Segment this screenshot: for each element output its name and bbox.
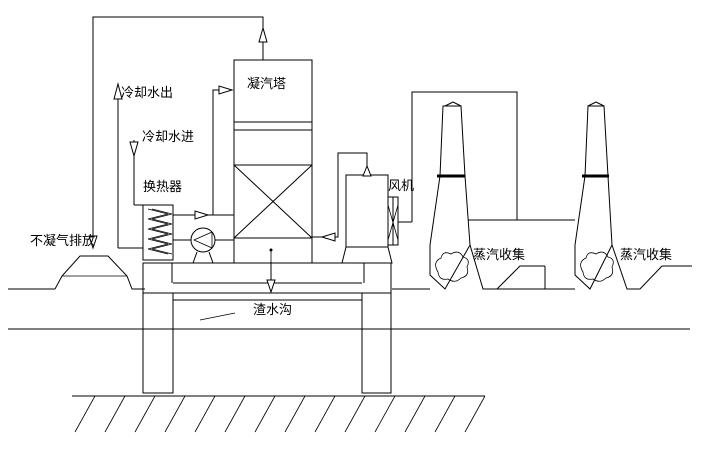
condenser-tower — [233, 59, 313, 264]
fan-unit — [312, 152, 412, 264]
steam-collection-label-2: 蒸汽收集 — [620, 247, 672, 263]
labels: 凝汽塔 冷却水出 冷却水进 换热器 风机 不凝气排放 渣水沟 蒸汽收集 蒸汽收集 — [30, 76, 672, 318]
exchanger-to-tower-pipe — [173, 85, 234, 220]
vent-pipe — [88, 16, 268, 250]
condenser-tower-label: 凝汽塔 — [247, 76, 286, 92]
pump — [173, 227, 234, 264]
collection-duct — [411, 91, 518, 222]
heat-exchanger — [142, 204, 174, 261]
cooling-water-in-label: 冷却水进 — [142, 130, 194, 145]
platform-frame — [142, 262, 392, 394]
steam-collection-label-1: 蒸汽收集 — [473, 247, 525, 263]
non-condensable-exhaust-label: 不凝气排放 — [30, 233, 95, 249]
fan-label: 风机 — [388, 179, 414, 194]
floor-lines — [8, 288, 690, 330]
slag-water-trench-label: 渣水沟 — [253, 303, 292, 318]
cooling-water-out-label: 冷却水出 — [121, 86, 173, 101]
ground-hatch — [72, 395, 486, 433]
exhaust-hood — [54, 255, 145, 290]
drain-arrow — [266, 262, 276, 294]
heat-exchanger-label: 换热器 — [143, 180, 182, 195]
steam-stack-1 — [429, 101, 545, 290]
cooling-water-lines — [113, 82, 143, 249]
steam-stack-2 — [497, 101, 692, 290]
